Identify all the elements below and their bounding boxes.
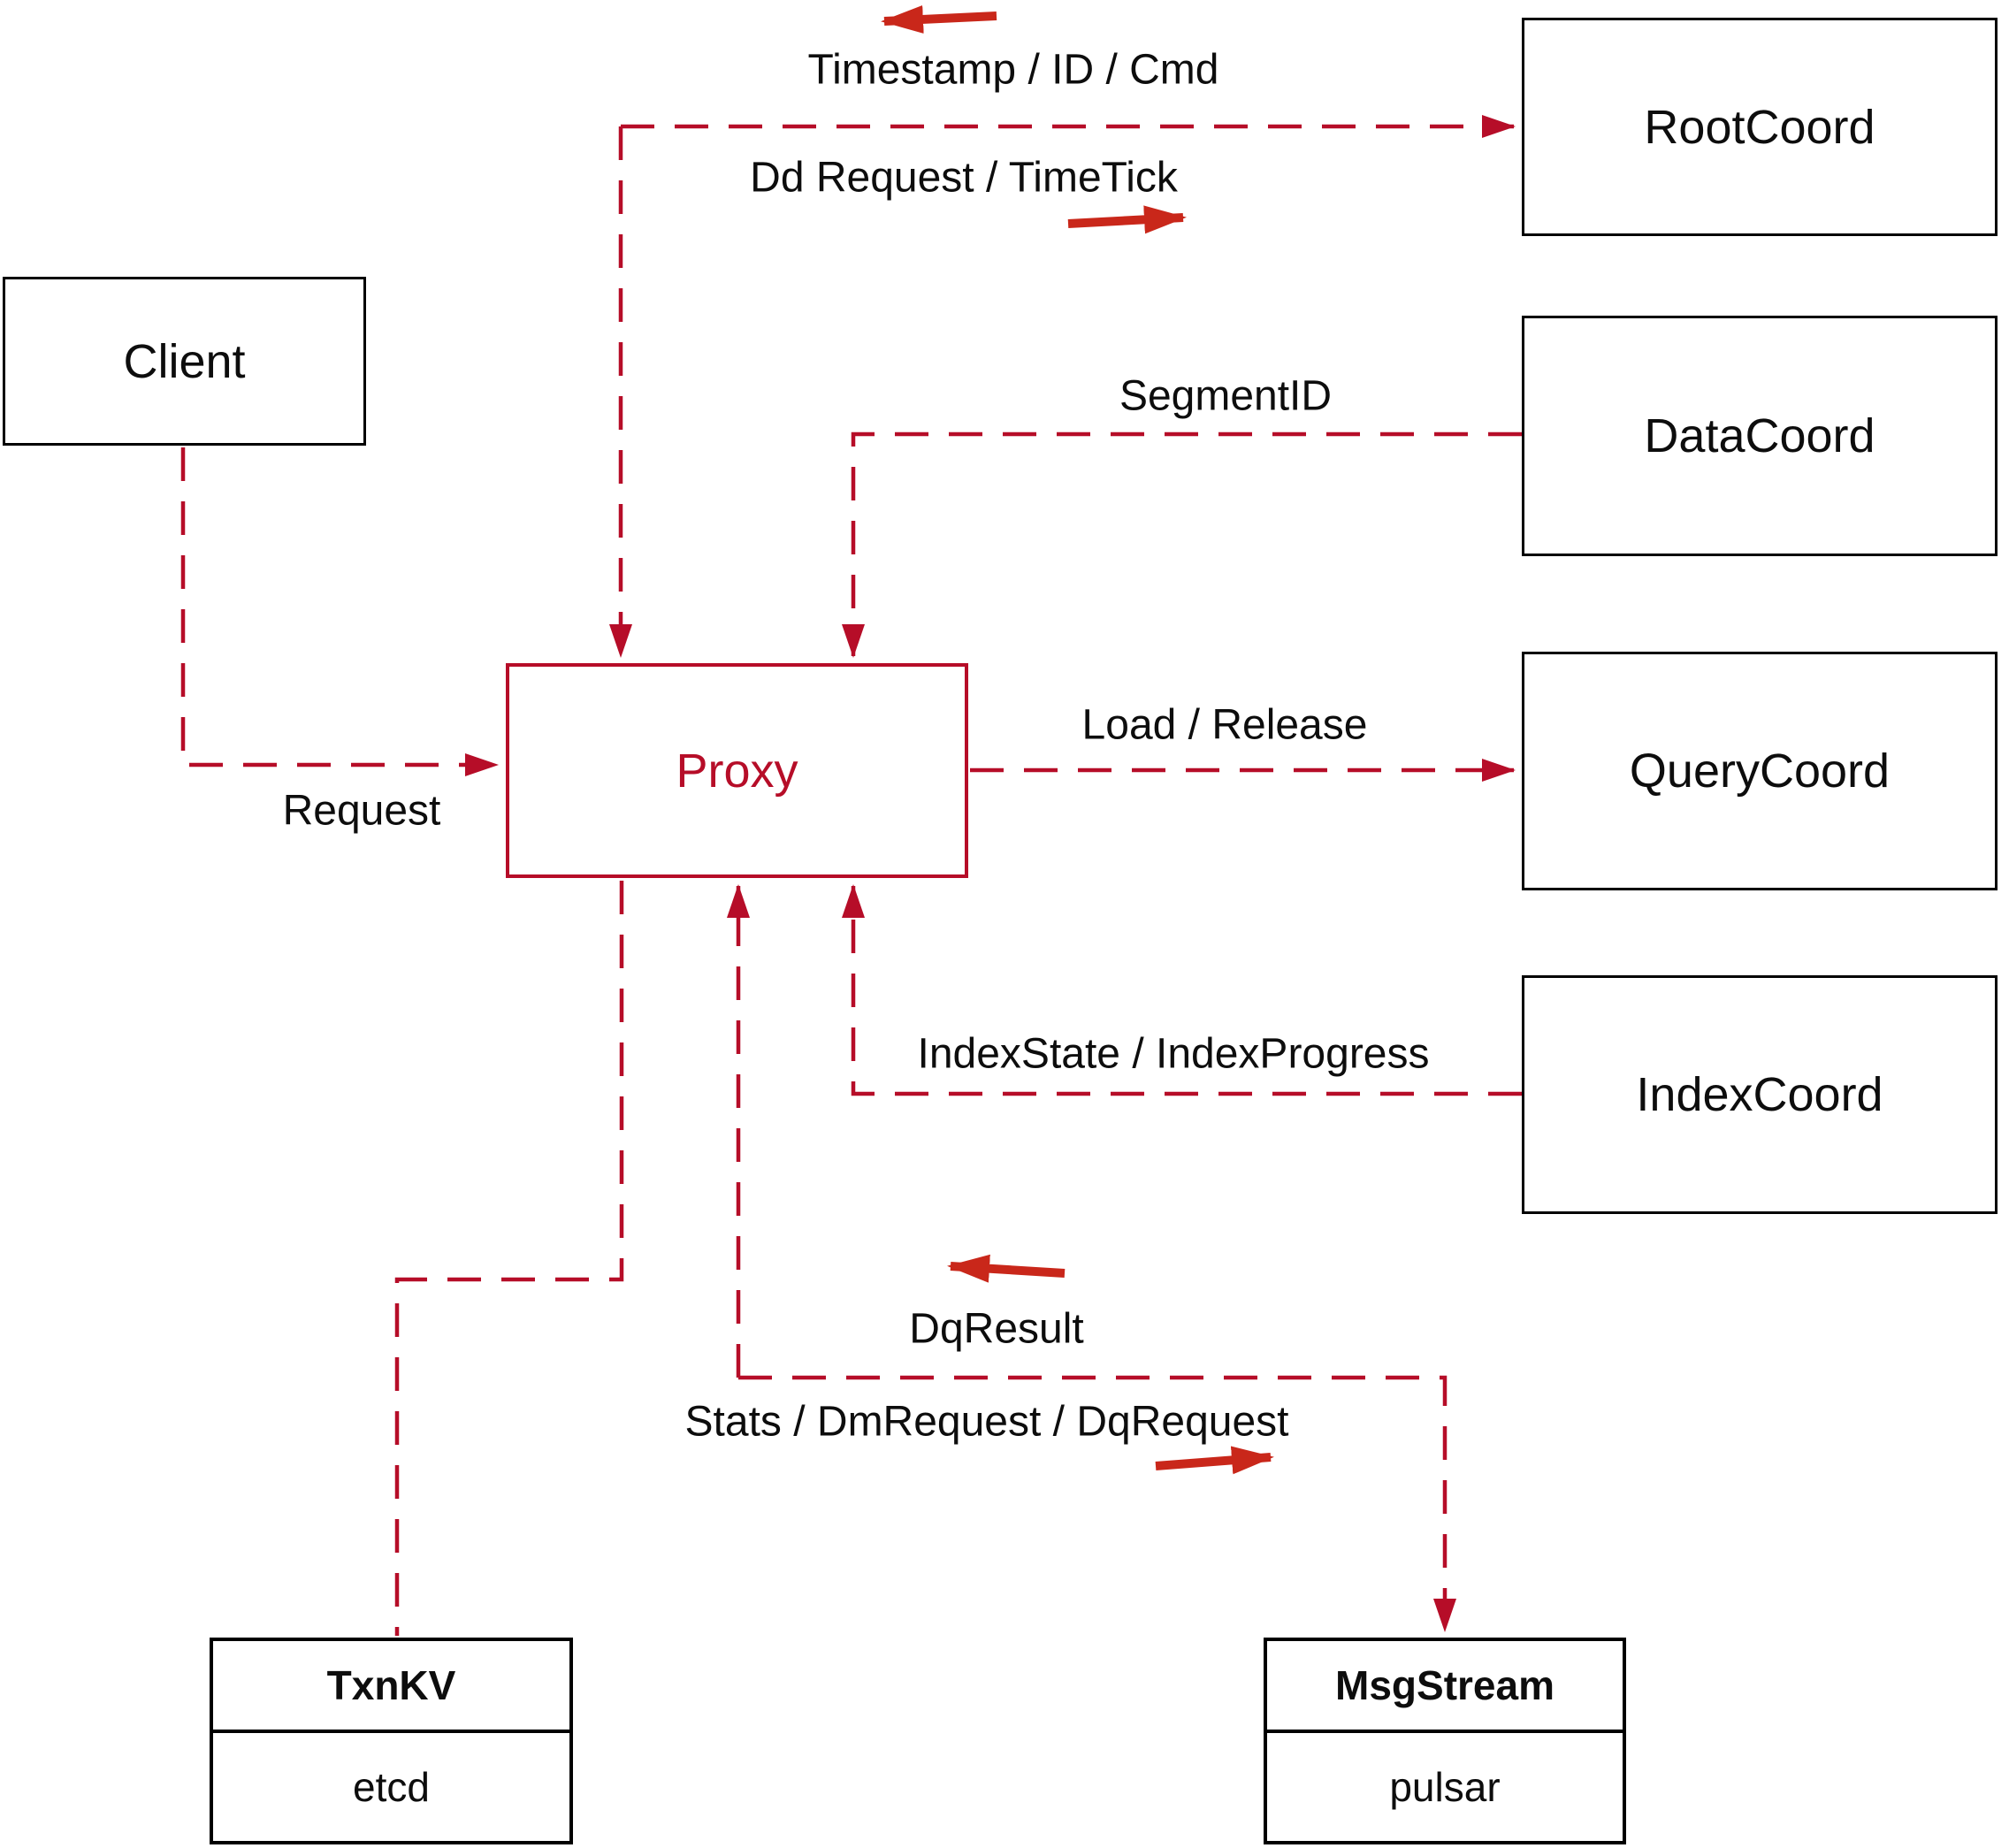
arrow-right-stats [1155,1446,1274,1475]
node-txnkv: TxnKV etcd [210,1638,573,1844]
node-client-label: Client [123,334,246,388]
node-client: Client [3,277,366,446]
node-datacoord-label: DataCoord [1644,409,1875,462]
node-msgstream-title: MsgStream [1267,1641,1623,1733]
edge-label-load-release: Load / Release [1081,701,1368,749]
node-rootcoord-label: RootCoord [1644,100,1875,154]
arrow-left-dq-result [947,1254,1066,1283]
edge-label-segment-id: SegmentID [1119,372,1333,420]
edge-label-timestamp: Timestamp / ID / Cmd [807,46,1219,94]
arrow-left-timestamp [881,4,997,34]
arrow-right-dd-request [1067,205,1187,234]
edge-label-index-state: IndexState / IndexProgress [917,1030,1430,1078]
edge-label-request: Request [282,787,441,835]
edge-client-to-proxy [180,447,499,776]
node-txnkv-impl: etcd [353,1764,430,1810]
node-querycoord: QueryCoord [1522,652,1998,890]
edge-indexcoord-to-proxy [842,884,1522,1096]
node-indexcoord-label: IndexCoord [1636,1068,1883,1121]
node-rootcoord: RootCoord [1522,18,1998,236]
edge-label-dd-request: Dd Request / TimeTick [750,154,1178,202]
edge-label-stats: Stats / DmRequest / DqRequest [684,1398,1289,1446]
node-msgstream: MsgStream pulsar [1264,1638,1626,1844]
edge-label-dq-result: DqResult [909,1305,1084,1353]
node-querycoord-label: QueryCoord [1629,745,1891,798]
edge-proxy-to-msgstream [738,1375,1456,1632]
node-indexcoord: IndexCoord [1522,975,1998,1214]
node-proxy: Proxy [506,663,968,878]
node-datacoord: DataCoord [1522,316,1998,556]
node-txnkv-title: TxnKV [213,1641,569,1733]
edge-proxy-to-txnkv [394,881,624,1636]
edge-datacoord-to-proxy [842,431,1522,658]
node-msgstream-impl: pulsar [1389,1764,1501,1810]
node-proxy-label: Proxy [676,744,798,798]
